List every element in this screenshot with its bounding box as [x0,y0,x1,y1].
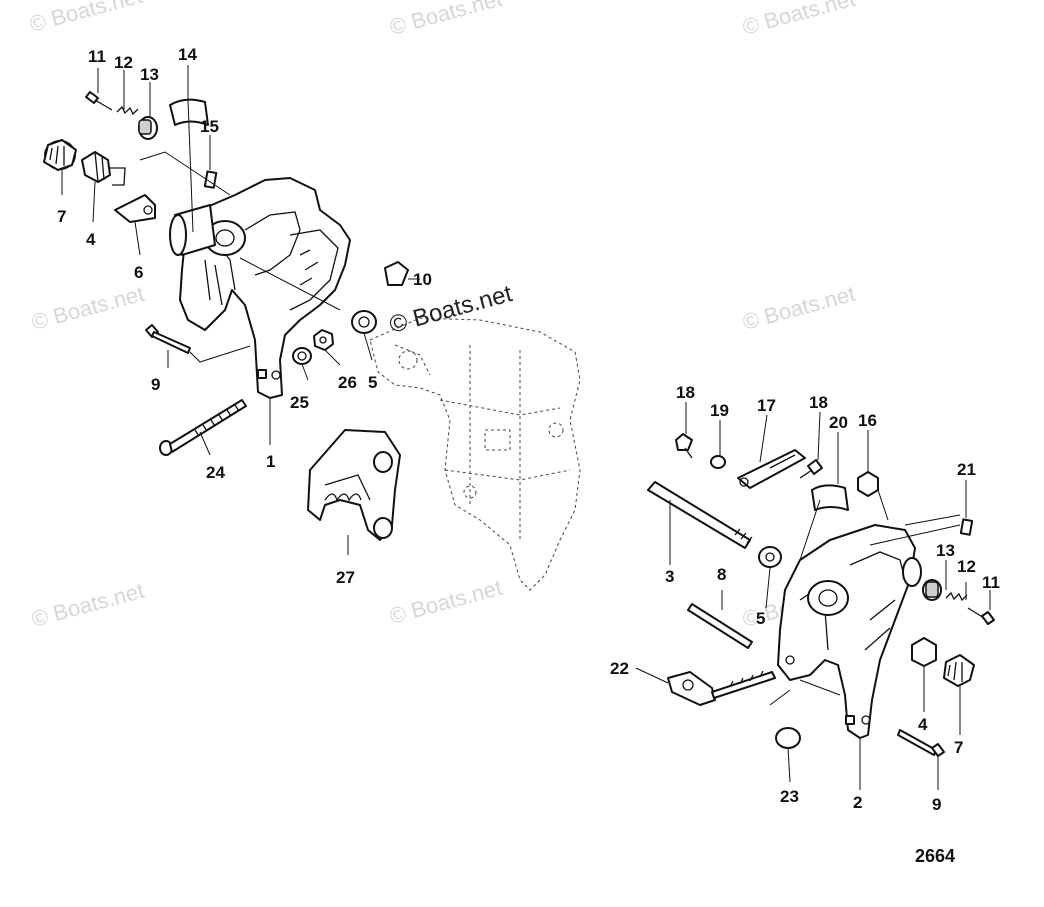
center-watermark: © Boats.net [387,280,516,339]
knob-part-7 [43,139,77,171]
key-part-21 [959,518,974,536]
right-clamp-assembly [635,402,995,790]
part-label: 26 [338,373,357,392]
part-label: 13 [936,541,955,560]
part-label: 4 [86,230,96,249]
part-label: 16 [858,411,877,430]
part-label: 10 [413,270,432,289]
part-label: 23 [780,787,799,806]
part-label: 24 [206,463,225,482]
part-label: 5 [368,373,377,392]
watermark: © Boats.net [387,575,505,629]
part-label: 14 [178,45,197,64]
part-label: 9 [151,375,160,394]
bolt-part-9-right [897,729,937,756]
part-label: 17 [757,396,776,415]
shim-part-20 [811,484,849,511]
knob-spring-bolt-group-right [922,579,995,625]
screw-part-24 [159,399,247,456]
cap-part-23 [775,727,801,749]
part-label: 21 [957,460,976,479]
part-label: 7 [954,738,963,757]
tube-part-3 [647,481,753,549]
watermark: © Boats.net [387,0,505,40]
part-label: 13 [140,65,159,84]
left-clamp-assembly [43,65,420,555]
part-label: 12 [114,53,133,72]
clip-part-19 [710,455,726,469]
nut-part-26 [313,329,334,351]
part-label: 27 [336,568,355,587]
watermark: © Boats.net [27,0,145,37]
watermark: © Boats.net [29,578,147,632]
link-plate-part-17 [737,449,806,489]
fitting-part-4 [81,151,126,186]
part-label: 9 [932,795,941,814]
part-label: 4 [918,715,928,734]
handle-part-27 [307,429,401,541]
pin-part-8 [687,603,753,649]
shim-part-14 [169,98,209,126]
screw-part-18 [675,433,693,451]
part-label: 15 [200,117,219,136]
part-label: 3 [665,567,674,586]
part-label: 22 [610,659,629,678]
part-label: 18 [676,383,695,402]
fitting-part-4-right [911,637,937,667]
part-label: 7 [57,207,66,226]
bolt-part-9 [145,324,191,354]
cap-part-10 [384,261,409,286]
part-number-labels: 11 12 13 14 15 7 4 6 10 9 25 26 5 24 1 2… [57,45,1000,814]
watermark: © Boats.net [740,0,858,40]
part-label: 19 [710,401,729,420]
part-label: 20 [829,413,848,432]
washer-part-5 [351,310,377,334]
part-label: 25 [290,393,309,412]
watermark: © Boats.net [740,281,858,335]
bolt-spring-knob-group [85,91,158,140]
part-label: 12 [957,557,976,576]
diagram-number: 2664 [915,846,955,866]
part-label: 1 [266,452,275,471]
part-label: 11 [982,573,1000,592]
part-label: 18 [809,393,828,412]
engine-mount-outline [369,317,581,591]
watermark: © Boats.net [29,281,147,335]
part-label: 6 [134,263,143,282]
part-label: 11 [88,47,106,66]
washer-part-25 [292,347,312,365]
plate-part-22 [667,670,776,706]
part-label: 5 [756,609,765,628]
part-label: 2 [853,793,862,812]
part-label: 8 [717,565,726,584]
washer-part-5-right [758,546,782,568]
nut-part-16 [857,471,879,497]
plate-part-6 [114,194,156,223]
knob-part-7-right [943,654,975,687]
